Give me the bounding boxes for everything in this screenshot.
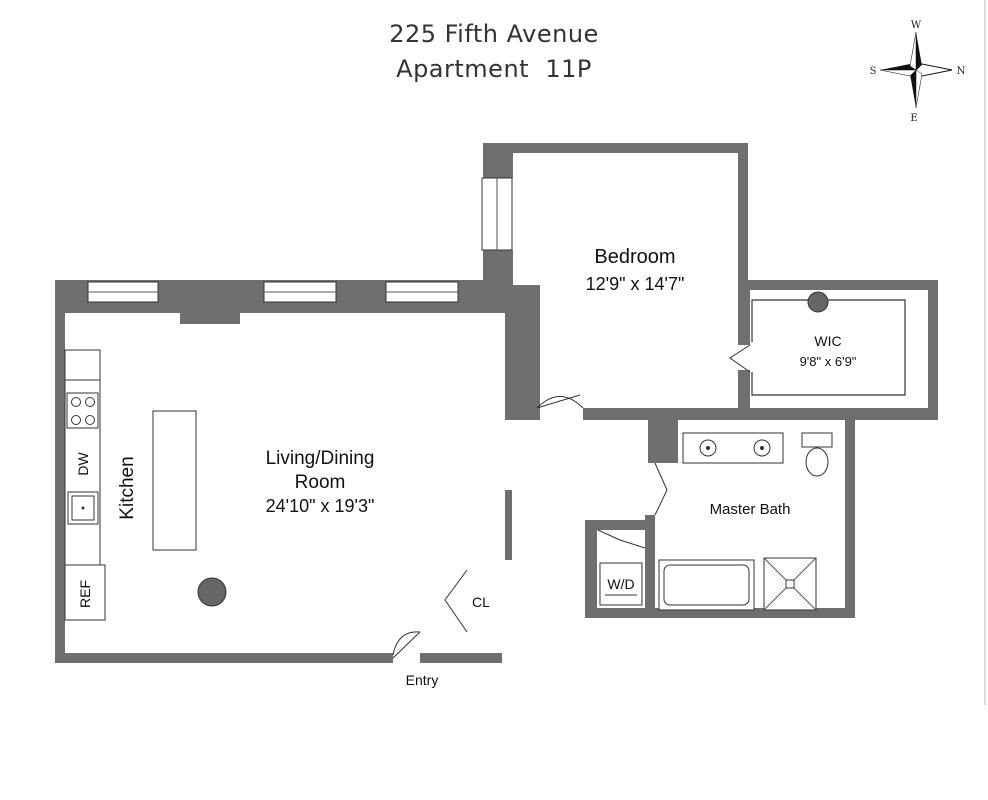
living-floor xyxy=(65,313,505,653)
room-name-living-2: Room xyxy=(295,472,346,493)
wall-wic-west-lower xyxy=(738,370,750,420)
wall-bath-south xyxy=(585,608,855,618)
kitchen-island xyxy=(152,410,197,551)
door-bedroom xyxy=(536,394,581,409)
bathtub xyxy=(658,559,755,611)
wall-bedroom-east xyxy=(738,143,748,288)
plan-title-unit: Apartment 11P xyxy=(396,55,592,83)
door-bath xyxy=(654,462,668,516)
bedroom-floor xyxy=(540,153,738,408)
wall-bedroom-south-left xyxy=(505,408,537,420)
compass-rose-icon xyxy=(879,31,953,109)
wall-bedroom-west xyxy=(505,285,540,420)
compass-north-label: N xyxy=(957,66,966,77)
room-dims-wic: 9'8" x 6'9" xyxy=(800,354,857,369)
room-dims-living: 24'10" x 19'3" xyxy=(266,496,375,516)
cooktop xyxy=(66,392,99,429)
washer-dryer xyxy=(599,562,643,606)
wall-bedroom-north xyxy=(483,143,748,153)
wall-wic-east xyxy=(928,280,938,420)
label-closet: CL xyxy=(472,594,490,610)
vanity xyxy=(682,432,784,464)
closet-floor xyxy=(467,558,492,653)
label-dw: DW xyxy=(75,452,91,476)
bath-pier xyxy=(648,408,678,463)
door-closet xyxy=(444,569,468,633)
wic-shelving xyxy=(751,299,906,396)
wall-living-south xyxy=(55,653,393,663)
shower xyxy=(763,557,817,611)
column-north xyxy=(180,300,240,324)
wall-wic-west-upper xyxy=(738,280,750,345)
wall-bath-west-lower xyxy=(645,515,655,615)
label-entry: Entry xyxy=(406,672,439,688)
room-name-kitchen: Kitchen xyxy=(117,456,138,519)
wall-closet-right-top xyxy=(502,490,512,560)
door-wic xyxy=(729,344,751,373)
living-column xyxy=(197,577,227,607)
windows xyxy=(87,177,513,303)
wall-wic-south xyxy=(738,408,938,420)
doors xyxy=(392,344,751,659)
compass-east-label: E xyxy=(910,113,917,124)
wall-wd-top xyxy=(585,520,645,530)
wall-wd-west xyxy=(585,520,597,618)
door-wd xyxy=(597,529,646,549)
plan-title-address: 225 Fifth Avenue xyxy=(389,20,599,48)
wic-floor xyxy=(750,290,928,408)
wall-bedroom-corner xyxy=(483,143,513,178)
door-entry-swing xyxy=(392,631,421,656)
label-ref: REF xyxy=(77,580,93,608)
wall-bath-east xyxy=(845,408,855,618)
kitchen-counter xyxy=(64,349,106,621)
room-name-master-bath: Master Bath xyxy=(710,501,791,518)
toilet xyxy=(801,432,833,477)
compass-west-label: W xyxy=(911,20,922,31)
wic-column xyxy=(807,291,829,313)
compass-south-label: S xyxy=(870,66,877,77)
label-wd: W/D xyxy=(607,576,634,592)
door-entry xyxy=(392,631,421,659)
door-bedroom-swing xyxy=(536,396,584,409)
window-mullions xyxy=(88,178,498,293)
room-name-bedroom: Bedroom xyxy=(594,246,675,268)
wall-living-west xyxy=(55,280,65,663)
kitchen-sink xyxy=(67,491,99,525)
room-name-living-1: Living/Dining xyxy=(266,448,375,469)
wall-wic-north xyxy=(738,280,938,290)
room-name-wic: WIC xyxy=(814,333,841,349)
room-dims-bedroom: 12'9" x 14'7" xyxy=(586,274,685,294)
